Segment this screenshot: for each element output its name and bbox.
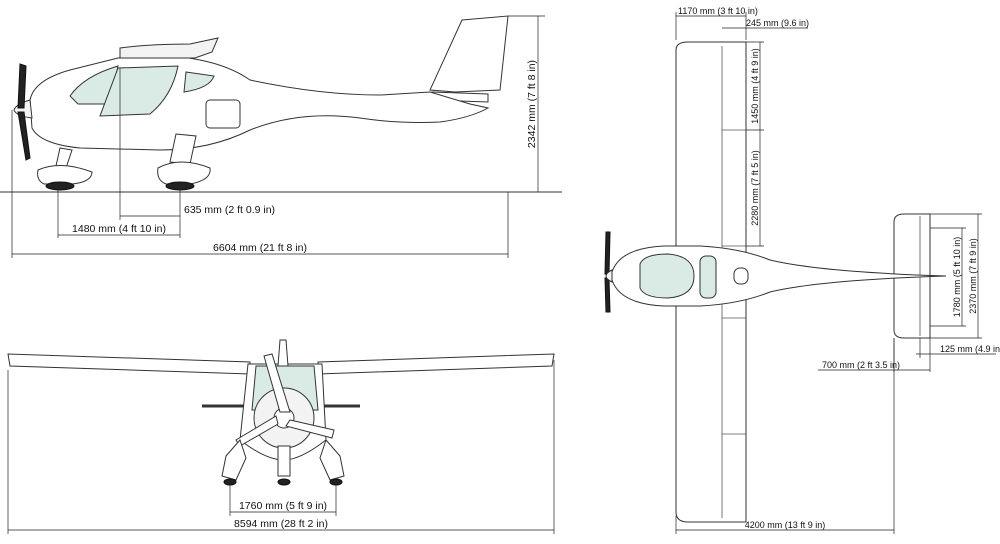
side-nose-wheel-fairing <box>37 165 93 185</box>
top-elevator-chord-label: 125 mm (4.9 in) <box>940 344 1000 354</box>
top-stabilizer-chord-label: 700 mm (2 ft 3.5 in) <box>822 360 900 370</box>
top-view: 1170 mm (3 ft 10 in) 245 mm (9.6 in) 145… <box>604 6 1000 534</box>
front-nose-gear <box>277 445 291 477</box>
top-half-span-label: 4200 mm (13 ft 9 in) <box>745 520 826 530</box>
top-hatch <box>733 267 749 285</box>
front-propeller <box>235 353 335 447</box>
front-tail-fin <box>277 339 289 367</box>
top-stabilizer-span-label: 2370 mm (7 ft 9 in) <box>968 238 978 314</box>
top-wing-chord-label: 1170 mm (3 ft 10 in) <box>678 6 758 16</box>
front-right-wing <box>317 353 555 375</box>
side-wheel-offset-label: 635 mm (2 ft 0.9 in) <box>184 204 275 216</box>
top-spinner <box>605 269 613 283</box>
front-track-label: 1760 mm (5 ft 9 in) <box>239 500 327 512</box>
front-nose-wheel <box>277 478 291 486</box>
side-canopy-door <box>99 65 179 117</box>
side-baggage-door <box>205 99 241 129</box>
side-main-wheel-fairing <box>157 161 211 185</box>
top-aileron-chord-label: 245 mm (9.6 in) <box>746 18 809 28</box>
top-canopy <box>639 253 695 299</box>
side-nose-wheel <box>45 181 75 191</box>
top-elevator-span-label: 1780 mm (5 ft 10 in) <box>952 237 962 318</box>
side-height-label: 2342 mm (7 ft 8 in) <box>526 60 538 148</box>
side-wheelbase-label: 1480 mm (4 ft 10 in) <box>72 223 166 235</box>
side-main-wheel <box>165 181 195 191</box>
front-left-gear <box>221 439 247 481</box>
front-view: 1760 mm (5 ft 9 in) 8594 mm (28 ft 2 in) <box>7 339 555 534</box>
side-view: 2342 mm (7 ft 8 in) 635 mm (2 ft 0.9 in)… <box>0 15 562 258</box>
front-right-gear <box>319 439 345 481</box>
side-wing-root <box>119 37 219 59</box>
side-length-label: 6604 mm (21 ft 8 in) <box>213 242 307 254</box>
side-vertical-tail <box>429 15 509 93</box>
top-flap-length-label: 2280 mm (7 ft 5 in) <box>750 150 760 226</box>
front-left-wing <box>7 353 251 375</box>
top-fuselage <box>611 245 947 307</box>
side-rear-window <box>183 71 215 93</box>
front-wingspan-label: 8594 mm (28 ft 2 in) <box>234 518 328 530</box>
side-propeller <box>17 63 31 161</box>
top-aileron-length-label: 1450 mm (4 ft 9 in) <box>750 48 760 124</box>
top-rear-window <box>699 255 717 299</box>
